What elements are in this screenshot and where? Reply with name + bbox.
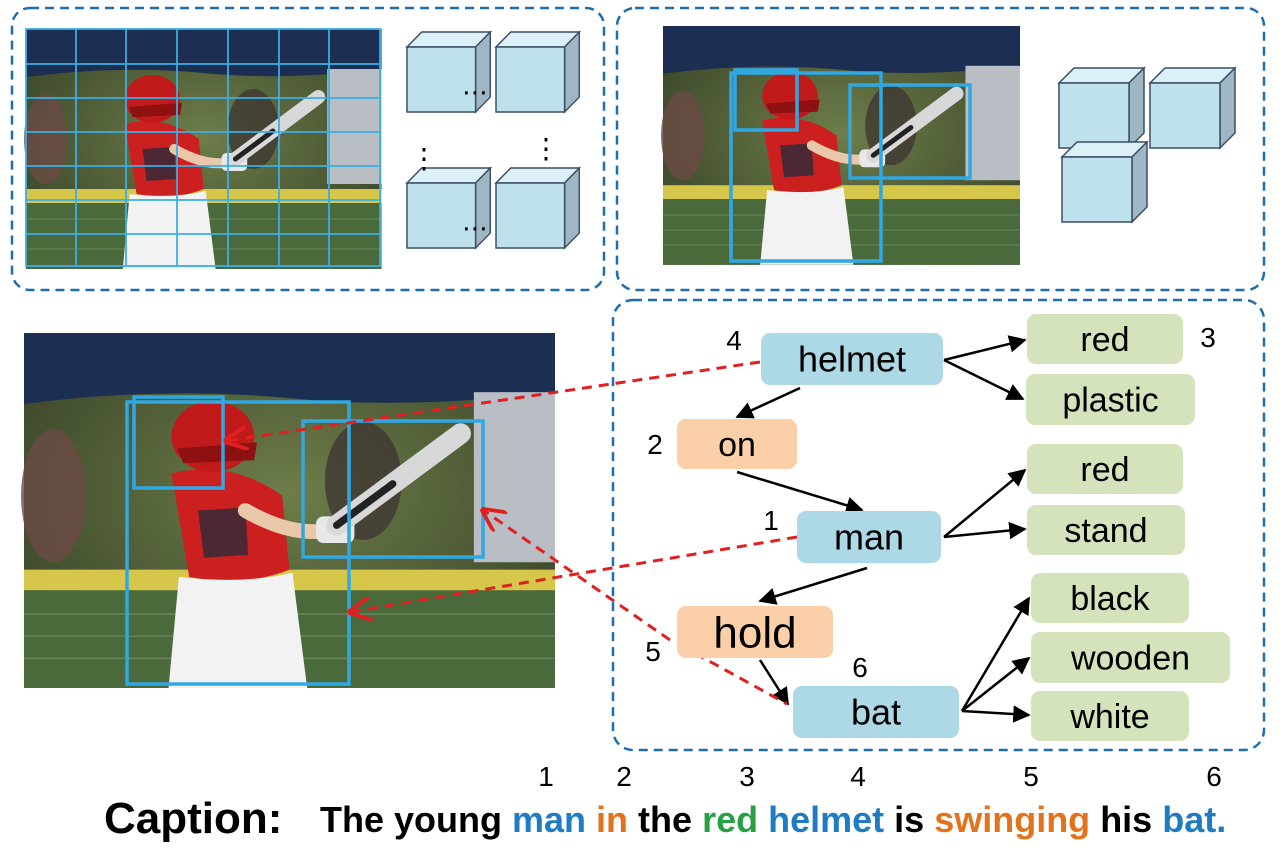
node-index-hold: 5 [645,636,661,667]
region-photo [661,26,1020,265]
ellipsis-vertical: ⋮ [410,143,438,174]
caption-word: bat [1162,799,1216,840]
attribute-label-helmet-plastic: plastic [1062,381,1158,419]
caption-text: The young man in the red helmet is swing… [320,799,1226,840]
feature-cube [496,32,579,112]
graph-edge [944,470,1025,537]
caption-word: his [1090,799,1162,840]
caption-word: is [884,799,934,840]
scene-graph-nodes: helmet 4 man 1 bat 6 on 2 hold 5 red 3 plastic red sta… [645,314,1230,741]
caption-word [586,799,596,840]
graph-edge [944,340,1025,360]
graph-edge [962,658,1029,711]
graph-edge [944,360,1023,399]
attribute-label-man-stand: stand [1064,512,1147,550]
caption-word: The young [320,799,512,840]
caption-index: 6 [1206,761,1222,792]
node-index-helmet-red: 3 [1200,322,1216,353]
caption-word: helmet [768,799,884,840]
attribute-label-helmet-red: red [1080,321,1129,359]
caption-index: 2 [616,761,632,792]
caption-word [758,799,768,840]
grid-photo [24,29,381,269]
node-index-man: 1 [763,505,779,536]
caption-index: 1 [538,761,554,792]
caption-index: 3 [739,761,755,792]
grid-feature-vectors: ⋯ ⋯ ⋮ ⋮ [407,32,579,248]
graph-edge [944,529,1025,537]
node-index-helmet: 4 [726,325,742,356]
relation-label-on: on [718,426,756,464]
caption-word: . [1216,799,1226,840]
caption-label: Caption: [104,794,282,843]
caption-index: 4 [850,761,866,792]
caption-index: 5 [1023,761,1039,792]
region-cube [1150,68,1235,148]
caption-word: red [702,799,758,840]
region-feature-vectors [1059,68,1235,222]
ellipsis-horizontal: ⋯ [462,77,488,107]
feature-cube [496,168,579,248]
graph-edge [760,568,867,601]
graph-edge [737,388,800,417]
ellipsis-horizontal: ⋯ [462,213,488,243]
grounding-photo [21,333,555,688]
object-label-bat: bat [851,692,901,733]
attribute-label-bat-black: black [1070,580,1150,618]
object-label-man: man [834,517,904,558]
graph-edge [962,711,1029,715]
region-cube [1062,142,1147,222]
attribute-label-bat-white: white [1069,698,1149,736]
attribute-label-bat-wooden: wooden [1070,639,1190,677]
caption-word: in [596,799,628,840]
caption-word: man [512,799,586,840]
object-label-helmet: helmet [798,339,906,380]
caption-word: swinging [934,799,1090,840]
caption-word: the [628,799,702,840]
graph-edge [737,472,862,510]
node-index-bat: 6 [852,652,868,683]
ellipsis-vertical: ⋮ [532,133,560,164]
caption-indices: 1 2 3 4 5 6 [538,761,1222,792]
graph-edge [962,598,1029,711]
region-cube [1059,68,1144,148]
attribute-label-man-red: red [1080,451,1129,489]
node-index-on: 2 [647,429,663,460]
relation-label-hold: hold [713,608,796,657]
